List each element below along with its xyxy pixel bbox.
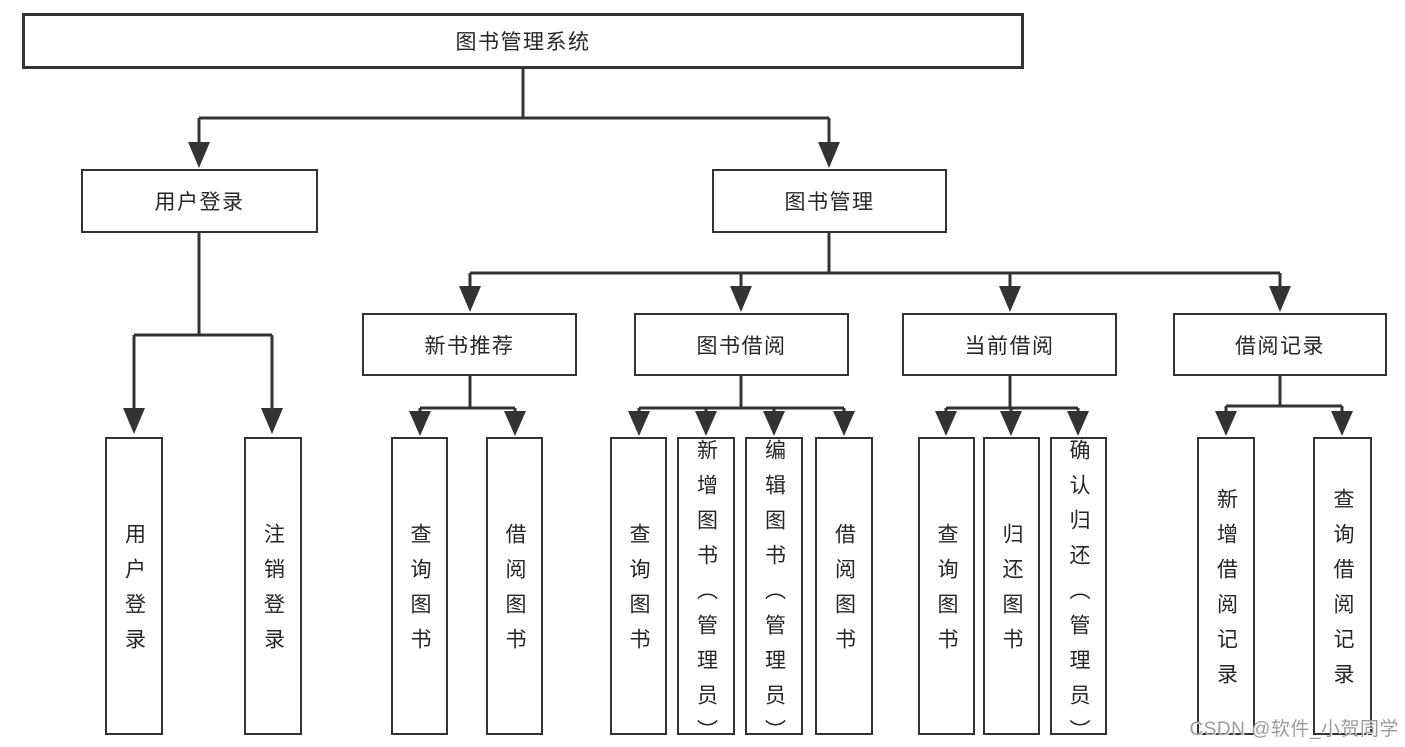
leaf-borrow-books-label: 借阅图书 bbox=[832, 523, 856, 663]
leaf-edit-book-admin: 编辑图书（管理员） bbox=[745, 437, 803, 747]
arrowhead-icon bbox=[409, 411, 431, 436]
leaf-logout-label: 注销登录 bbox=[261, 523, 285, 663]
arrowhead-icon bbox=[123, 408, 145, 434]
node-user-login-label: 用户登录 bbox=[154, 191, 245, 214]
arrowhead-icon bbox=[1269, 286, 1291, 312]
arrowhead-icon bbox=[188, 142, 210, 168]
connector-borrow-to-leaves bbox=[637, 376, 846, 411]
leaf-user-login: 用户登录 bbox=[105, 437, 163, 735]
arrowhead-icon bbox=[763, 411, 785, 436]
connector-userlogin-to-leaves bbox=[132, 233, 274, 408]
node-current-borrow: 当前借阅 bbox=[902, 313, 1117, 376]
leaf-query-books-recommend: 查询图书 bbox=[391, 437, 448, 735]
leaf-confirm-return-admin: 确认归还（管理员） bbox=[1050, 437, 1107, 747]
leaf-return-books: 归还图书 bbox=[983, 437, 1040, 735]
csdn-watermark: CSDN @软件_小贺同学 bbox=[1189, 719, 1399, 740]
arrowhead-icon bbox=[818, 142, 840, 168]
arrowhead-icon bbox=[1215, 411, 1237, 436]
node-book-management-label: 图书管理 bbox=[784, 191, 875, 214]
arrowhead-icon bbox=[935, 411, 957, 436]
connector-current-to-leaves bbox=[944, 376, 1080, 411]
node-new-book-recommend-label: 新书推荐 bbox=[424, 334, 515, 358]
leaf-query-books-current-label: 查询图书 bbox=[935, 523, 958, 663]
leaf-query-books-current: 查询图书 bbox=[918, 437, 975, 735]
leaf-confirm-return-admin-label: 确认归还（管理员） bbox=[1067, 439, 1090, 747]
leaf-add-book-admin-label: 新增图书（管理员） bbox=[694, 439, 718, 747]
leaf-add-borrow-record-label: 新增借阅记录 bbox=[1214, 488, 1238, 698]
connector-records-to-leaves bbox=[1224, 376, 1344, 411]
node-library-system: 图书管理系统 bbox=[22, 13, 1024, 69]
connector-newbook-to-leaves bbox=[418, 376, 517, 411]
node-book-management: 图书管理 bbox=[712, 169, 947, 233]
arrowhead-icon bbox=[1000, 411, 1022, 436]
arrowhead-icon bbox=[504, 411, 526, 436]
leaf-logout: 注销登录 bbox=[244, 437, 302, 735]
leaf-add-borrow-record: 新增借阅记录 bbox=[1197, 437, 1255, 735]
node-user-login: 用户登录 bbox=[81, 169, 318, 233]
leaf-borrow-books: 借阅图书 bbox=[815, 437, 873, 735]
connector-root-to-level2 bbox=[197, 69, 831, 143]
arrowhead-icon bbox=[1067, 411, 1089, 436]
leaf-borrow-books-recommend: 借阅图书 bbox=[486, 437, 543, 735]
arrowhead-icon bbox=[261, 408, 283, 434]
leaf-query-borrow-record-label: 查询借阅记录 bbox=[1331, 488, 1354, 698]
arrowhead-icon bbox=[999, 286, 1021, 312]
arrowhead-icon bbox=[833, 411, 855, 436]
leaf-edit-book-admin-label: 编辑图书（管理员） bbox=[762, 439, 786, 747]
node-library-system-label: 图书管理系统 bbox=[455, 31, 591, 54]
node-borrow-records-label: 借阅记录 bbox=[1235, 334, 1325, 358]
node-borrow-records: 借阅记录 bbox=[1173, 313, 1387, 376]
connector-bookmgmt-to-level3 bbox=[468, 233, 1282, 286]
node-book-borrow-label: 图书借阅 bbox=[696, 334, 787, 358]
arrowhead-icon bbox=[459, 286, 481, 312]
node-new-book-recommend: 新书推荐 bbox=[362, 313, 577, 376]
leaf-query-books-borrow: 查询图书 bbox=[610, 437, 667, 735]
arrowhead-icon bbox=[695, 411, 717, 436]
leaf-query-books-borrow-label: 查询图书 bbox=[627, 523, 650, 663]
leaf-return-books-label: 归还图书 bbox=[1000, 523, 1023, 663]
node-book-borrow: 图书借阅 bbox=[634, 313, 849, 376]
node-current-borrow-label: 当前借阅 bbox=[964, 334, 1055, 358]
leaf-borrow-books-recommend-label: 借阅图书 bbox=[503, 523, 526, 663]
leaf-add-book-admin: 新增图书（管理员） bbox=[677, 437, 735, 747]
leaf-user-login-label: 用户登录 bbox=[122, 523, 146, 663]
leaf-query-books-recommend-label: 查询图书 bbox=[408, 523, 431, 663]
arrowhead-icon bbox=[628, 411, 650, 436]
arrowhead-icon bbox=[730, 286, 752, 312]
arrowhead-icon bbox=[1331, 411, 1353, 436]
leaf-query-borrow-record: 查询借阅记录 bbox=[1313, 437, 1372, 735]
